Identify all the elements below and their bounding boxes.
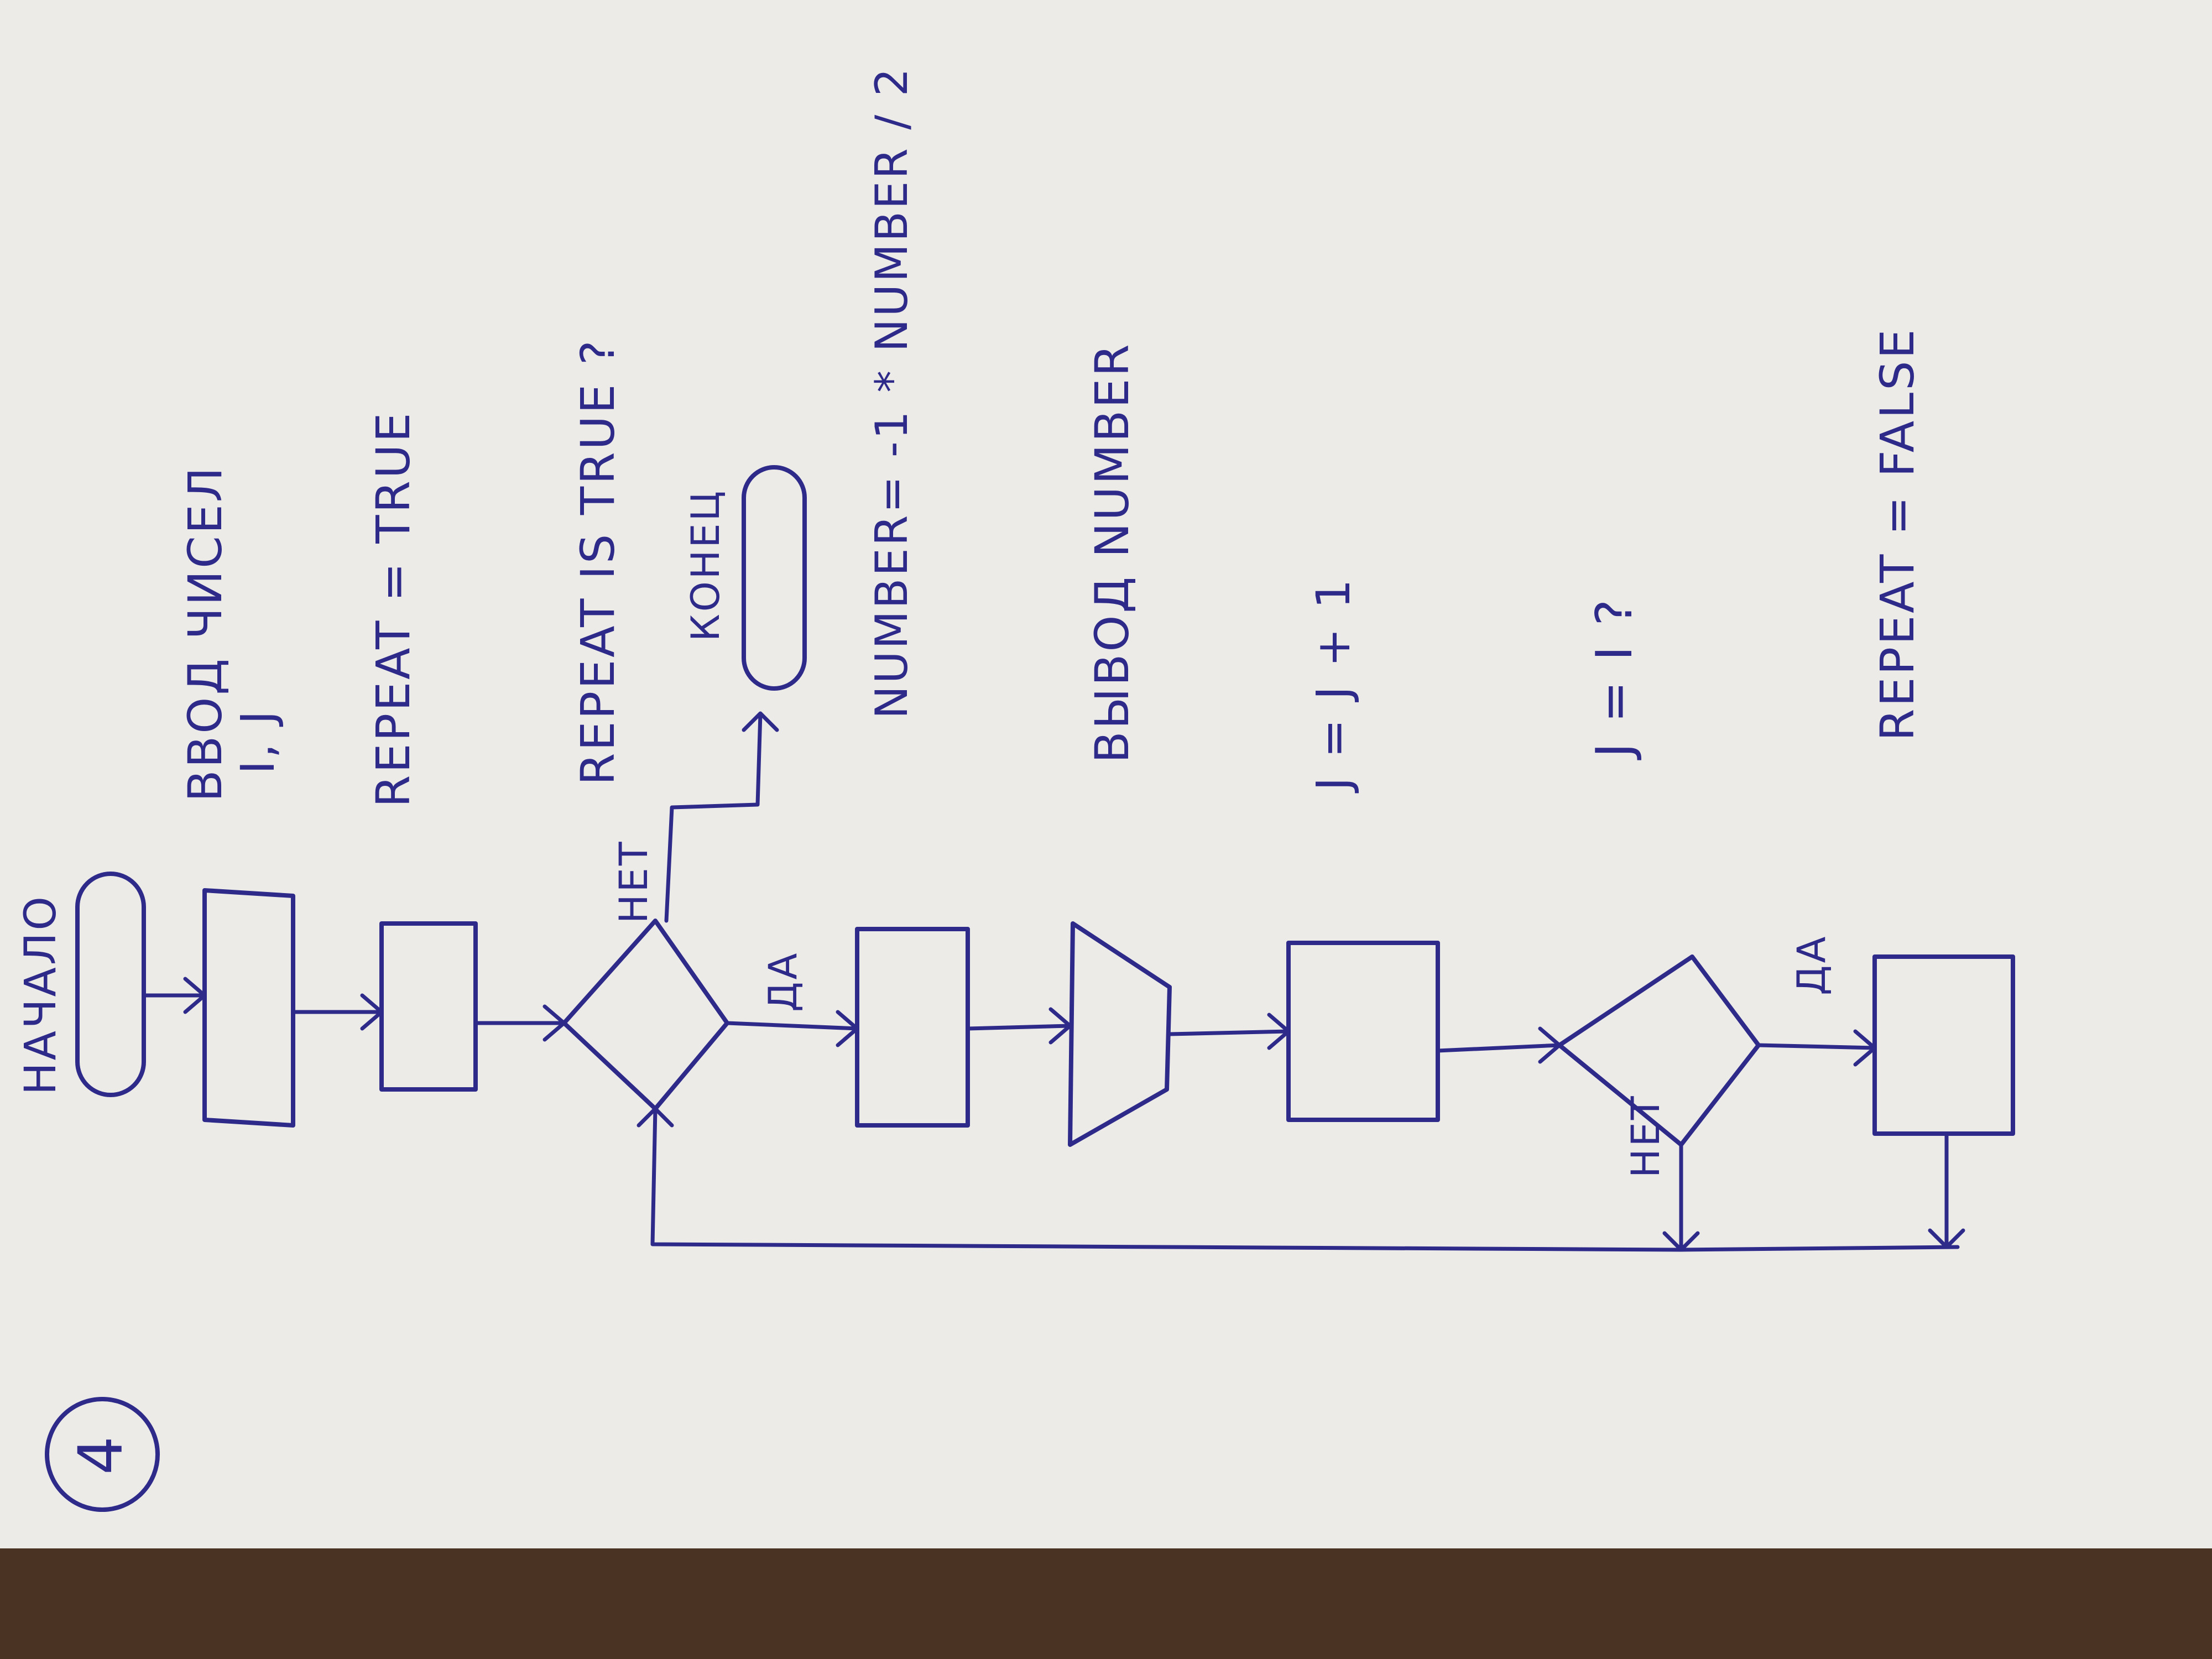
yes-label-1: ДА bbox=[760, 951, 806, 1012]
input-parallelogram bbox=[202, 888, 295, 1128]
repeat-true-label: REPEAT = TRUE bbox=[366, 411, 420, 807]
no-label-1: НЕТ bbox=[611, 839, 656, 924]
repeat-false-label: REPEAT = FALSE bbox=[1870, 327, 1924, 741]
decision-repeat-label: REPEAT IS TRUE ? bbox=[571, 338, 625, 785]
input-label-line1: ВВОД ЧИСЕЛ bbox=[178, 465, 232, 802]
loop-back-line bbox=[637, 1107, 1960, 1252]
start-label: НАЧАЛО bbox=[16, 894, 66, 1095]
increment-j-label: J = J + 1 bbox=[1306, 577, 1360, 794]
arrow-no-end bbox=[664, 711, 779, 923]
decision-j-label: J = I ? bbox=[1585, 597, 1644, 760]
start-terminator bbox=[75, 872, 146, 1097]
end-label: КОНЕЦ bbox=[683, 489, 728, 641]
no-label-2: НЕТ bbox=[1623, 1094, 1668, 1178]
paper-sheet bbox=[0, 0, 2212, 1548]
output-parallelogram bbox=[1068, 921, 1172, 1147]
page-number: 4 bbox=[65, 1434, 136, 1475]
end-terminator bbox=[742, 465, 807, 691]
calc-number-label: NUMBER= -1 * NUMBER / 2 bbox=[866, 66, 917, 719]
output-label: ВЫВОД NUMBER bbox=[1085, 342, 1139, 763]
process-increment-j bbox=[1286, 941, 1440, 1122]
input-label-line2: I, J bbox=[231, 708, 285, 774]
yes-label-2: ДА bbox=[1789, 934, 1834, 995]
process-repeat-false bbox=[1872, 954, 2015, 1136]
page-number-circle bbox=[45, 1397, 160, 1512]
process-repeat-true bbox=[379, 921, 478, 1092]
